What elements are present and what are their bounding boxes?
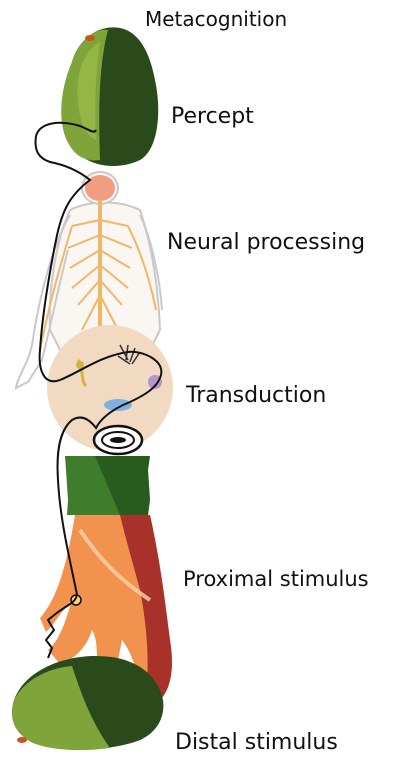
label-proximal-stimulus: Proximal stimulus — [183, 567, 369, 591]
label-percept: Percept — [171, 104, 254, 129]
transduction-disc — [47, 325, 173, 454]
corpuscle-icon — [104, 399, 132, 411]
percept-avocado — [61, 27, 158, 166]
stem-icon — [85, 35, 95, 41]
label-distal-stimulus: Distal stimulus — [175, 730, 338, 755]
label-metacognition: Metacognition — [145, 7, 287, 31]
label-neural-processing: Neural processing — [167, 230, 365, 255]
label-transduction: Transduction — [186, 383, 326, 408]
distal-avocado — [12, 656, 163, 750]
sleeve — [65, 456, 150, 515]
